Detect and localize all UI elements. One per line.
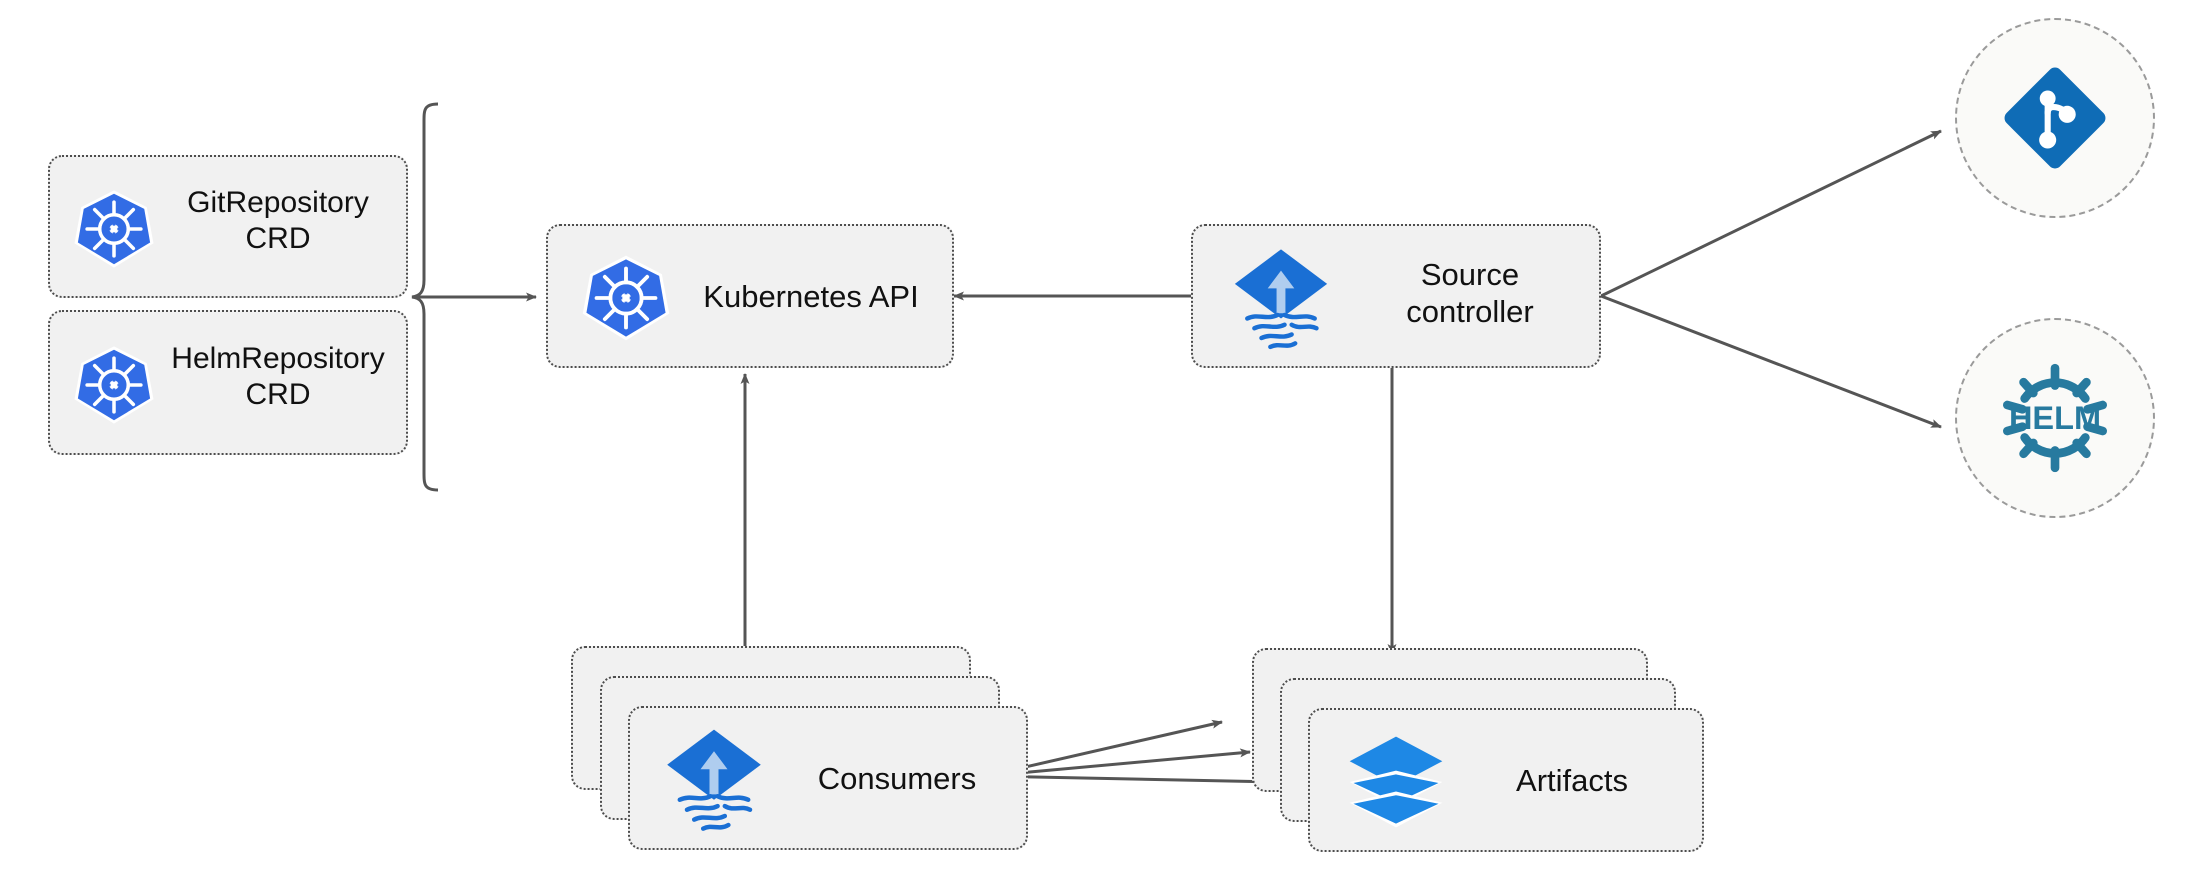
node-kubernetes-api[interactable]: Kubernetes API (546, 224, 954, 368)
git-icon (1994, 57, 2116, 179)
flux-icon (1227, 244, 1335, 354)
node-consumers-label: Consumers (817, 761, 977, 796)
crd-group-brace (411, 102, 439, 492)
flux-icon (660, 724, 768, 836)
helm-icon: HELM (1990, 353, 2120, 483)
node-helmrepository-crd[interactable]: HelmRepository CRD (48, 310, 408, 455)
node-git-source[interactable] (1955, 18, 2155, 218)
node-source-controller-label: Source controller (1406, 257, 1534, 330)
node-helm-source[interactable]: HELM (1955, 318, 2155, 518)
node-consumers[interactable]: Consumers (628, 706, 1028, 850)
source-controller-to-git-edge (1600, 129, 1942, 298)
node-gitrepository-crd-label: GitRepository CRD (187, 186, 369, 255)
kubernetes-icon (72, 187, 156, 271)
helm-wordmark: HELM (2009, 400, 2101, 436)
node-artifacts-label: Artifacts (1516, 763, 1628, 798)
layers-icon (1344, 732, 1448, 832)
kubernetes-icon (72, 343, 156, 427)
node-kubernetes-api-label: Kubernetes API (703, 279, 919, 314)
source-controller-to-helm-edge (1600, 294, 1942, 429)
consumers-to-artifacts-edge-3 (985, 774, 1279, 787)
kubernetes-icon (580, 252, 672, 344)
node-artifacts[interactable]: Artifacts (1308, 708, 1704, 852)
node-source-controller[interactable]: Source controller (1191, 224, 1601, 368)
node-helmrepository-crd-label: HelmRepository CRD (171, 342, 385, 411)
node-gitrepository-crd[interactable]: GitRepository CRD (48, 155, 408, 298)
